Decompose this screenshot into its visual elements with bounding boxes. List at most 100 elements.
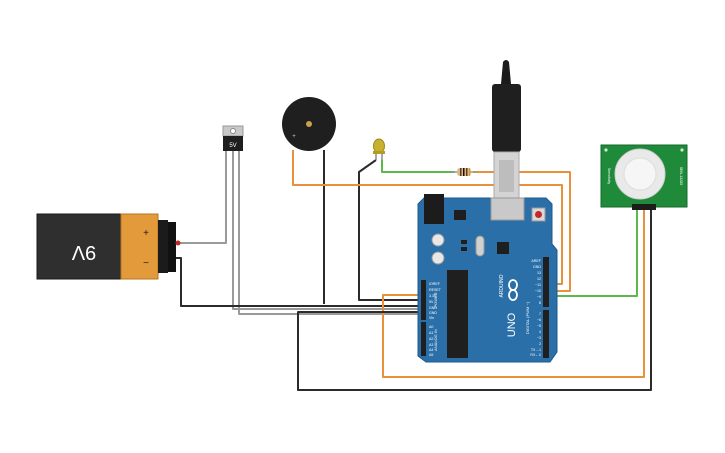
buzzer-hole — [306, 121, 312, 127]
wires — [176, 148, 652, 391]
pin-a1: A1 — [429, 331, 433, 335]
wire-battery-plus-regulator[interactable] — [176, 148, 227, 244]
pin-12: 12 — [537, 277, 541, 281]
regulator-body — [223, 136, 243, 151]
arduino-capacitor-1 — [431, 233, 445, 247]
led-dome — [373, 138, 385, 154]
pin-8: 8 — [539, 301, 541, 305]
resistor-band-1 — [460, 168, 462, 176]
pir-sensor[interactable]: Sensitivity SEN-13285 — [600, 144, 688, 210]
pin-2: 2 — [539, 342, 541, 346]
battery-cap — [120, 213, 159, 280]
pir-side-right: SEN-13285 — [679, 167, 683, 186]
wire-pir-vcc[interactable] — [382, 210, 645, 378]
battery-body — [36, 213, 122, 280]
arduino-usb-socket — [490, 197, 525, 221]
battery-terminal-block — [158, 220, 168, 273]
usb-cable[interactable] — [492, 60, 521, 201]
arduino-usb-chip — [497, 242, 509, 254]
digital-bottom-pin-labels: 7 ~6 ~5 4 ~3 2 TX→1 RX←0 — [530, 312, 541, 357]
pin-a2: A2 — [429, 337, 433, 341]
pin-5v: 5V — [429, 300, 434, 304]
pir-lens-inner — [623, 157, 657, 191]
arduino-model: UNO — [506, 312, 518, 337]
pin-aref: AREF — [531, 259, 541, 263]
pin-4: 4 — [539, 330, 541, 334]
wire-battery-minus-arduino[interactable] — [176, 257, 422, 307]
arduino-smd-1 — [461, 240, 467, 244]
pin-5: ~5 — [537, 324, 541, 328]
analog-header — [421, 322, 426, 356]
pir-hole-2 — [680, 148, 684, 152]
digital-label: DIGITAL (PWM ~) — [525, 301, 530, 334]
resistor-band-4 — [469, 168, 471, 176]
wire-pir-signal[interactable] — [546, 210, 638, 297]
power-label: POWER — [433, 292, 438, 307]
digital-top-pin-labels: AREF GND 13 12 ~11 ~10 ~9 8 — [531, 259, 541, 305]
pin-gnd-top: GND — [533, 265, 541, 269]
pin-9: ~9 — [537, 295, 541, 299]
wire-resistor-pin13[interactable] — [473, 171, 571, 292]
resistor[interactable] — [452, 168, 476, 176]
pin-a4: A4 — [429, 348, 433, 352]
pin-gnd-2: GND — [429, 311, 437, 315]
arduino-reset-cap — [535, 211, 542, 218]
power-pin-labels: IOREF RESET 3.3V 5V GND GND Vin — [429, 282, 442, 320]
pin-1: TX→1 — [531, 348, 541, 352]
analog-pin-labels: A0 A1 A2 A3 A4 A5 — [429, 325, 433, 357]
pir-side-left: Sensitivity — [607, 168, 611, 184]
usb-plug-housing — [492, 84, 521, 152]
pin-a0: A0 — [429, 325, 433, 329]
arduino-smd-2 — [461, 247, 467, 251]
pin-a5: A5 — [429, 353, 433, 357]
piezo-buzzer[interactable]: + — [282, 97, 336, 151]
battery-plus-dot — [175, 240, 181, 246]
wire-regulator-gnd-arduino[interactable] — [232, 150, 422, 310]
arduino-regulator-chip — [454, 210, 466, 220]
wire-pir-gnd[interactable] — [297, 210, 652, 391]
arduino-atmega-chip — [447, 270, 468, 358]
pin-11: ~11 — [535, 283, 541, 287]
battery-label: 9V — [71, 241, 96, 263]
power-header — [421, 280, 426, 320]
pin-6: ~6 — [537, 318, 541, 322]
regulator-label: 5V — [229, 143, 236, 149]
pin-gnd-1: GND — [429, 306, 437, 310]
pin-13: 13 — [537, 271, 541, 275]
pin-10: ~10 — [535, 289, 541, 293]
wire-led-gnd[interactable] — [358, 159, 422, 301]
resistor-band-2 — [463, 168, 465, 176]
wire-regulator-out-arduino[interactable] — [238, 150, 422, 315]
pin-a3: A3 — [429, 343, 433, 347]
battery-plus-label: + — [143, 228, 149, 239]
pin-0: RX←0 — [530, 353, 541, 357]
voltage-regulator[interactable]: 5V — [222, 125, 244, 151]
pin-vin: Vin — [429, 316, 434, 320]
usb-metal-inner — [499, 160, 514, 192]
digital-header-bottom — [543, 310, 549, 358]
usb-cable-strain — [501, 60, 511, 84]
regulator-tab-hole — [230, 128, 236, 134]
led[interactable] — [373, 138, 385, 160]
digital-header-top — [543, 257, 549, 307]
pin-3v3: 3.3V — [429, 294, 437, 298]
wire-led-resistor[interactable] — [381, 160, 455, 173]
arduino-uno[interactable]: ARDUINO UNO IOREF RESET 3.3V 5V GND GND … — [417, 194, 558, 363]
pir-pin-header — [632, 204, 656, 210]
battery-connector — [168, 222, 176, 272]
arduino-crystal — [475, 235, 485, 257]
battery-9v[interactable]: 9V + − — [36, 213, 181, 280]
pin-reset: RESET — [429, 288, 442, 292]
battery-minus-label: − — [143, 258, 149, 269]
arduino-logo — [508, 279, 518, 301]
arduino-power-jack — [424, 194, 444, 224]
arduino-brand: ARDUINO — [499, 274, 505, 297]
buzzer-plus-label: + — [292, 134, 296, 140]
led-base — [373, 151, 385, 154]
pir-hole-1 — [604, 148, 608, 152]
arduino-capacitor-2 — [431, 251, 445, 265]
resistor-band-3 — [466, 168, 468, 176]
pin-ioref: IOREF — [429, 282, 441, 286]
analog-label: ANALOG IN — [433, 329, 438, 351]
